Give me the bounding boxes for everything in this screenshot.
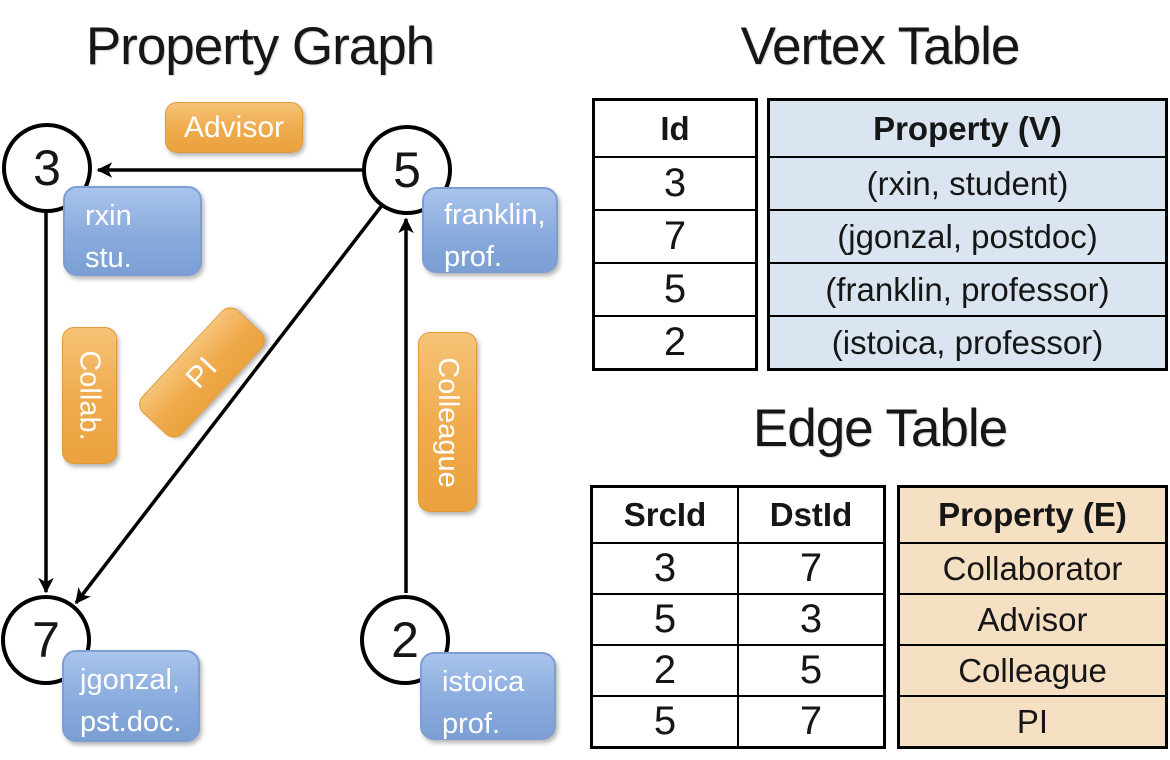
edge-table-srcid-cell: 5 — [593, 593, 737, 644]
vertex-table-property-column: Property (V) (rxin, student) (jgonzal, p… — [767, 98, 1168, 371]
vertex-table-id-cell: 3 — [595, 156, 755, 209]
vertex-property-line: jgonzal, — [80, 664, 180, 696]
edge-table-header-property: Property (E) — [938, 496, 1127, 533]
graph-edges — [38, 162, 414, 605]
vertex-table-id-cell: 7 — [595, 209, 755, 262]
edge-table-dstid-cell: 5 — [739, 644, 883, 695]
edge-table-property-column: Property (E) Collaborator Advisor Collea… — [897, 485, 1168, 749]
edge-table-srcid-column: SrcId 3 5 2 5 — [593, 488, 737, 746]
edge-label-collab: Collab. — [62, 327, 117, 464]
vertex-table-id-column: Id 3 7 5 2 — [592, 98, 758, 371]
vertex-table-property-cell: (jgonzal, postdoc) — [770, 209, 1165, 262]
vertex-table-header-id: Id — [660, 109, 690, 147]
vertex-property-line: pst.doc. — [80, 706, 182, 738]
edge-label-advisor: Advisor — [165, 102, 303, 153]
vertex-table-property-cell: (franklin, professor) — [770, 262, 1165, 315]
edge-label-text: Colleague — [432, 356, 465, 488]
vertex-property-line: prof. — [442, 708, 501, 740]
vertex-property-line: franklin, — [444, 199, 546, 231]
edge-label-text: PI — [179, 349, 225, 395]
edge-table-dstid-cell: 7 — [739, 542, 883, 593]
node-7-id: 7 — [32, 612, 60, 668]
edge-table-property-cell: PI — [900, 695, 1165, 746]
vertex-table-id-cell: 5 — [595, 262, 755, 315]
vertex-property-line: stu. — [85, 242, 132, 274]
edge-label-text: Advisor — [183, 110, 285, 144]
edge-table-srcid-cell: 5 — [593, 695, 737, 746]
vertex-property-line: istoica — [442, 666, 525, 698]
graph-node-5: 5 — [362, 125, 452, 215]
vertex-table-id-cell: 2 — [595, 315, 755, 368]
vertex-property-box-istoica: istoica prof. — [420, 652, 556, 740]
node-3-id: 3 — [33, 140, 61, 196]
edge-table-property-cell: Collaborator — [900, 542, 1165, 593]
graph-node-2: 2 — [360, 595, 450, 685]
vertex-property-box-rxin: rxin stu. — [63, 186, 202, 276]
node-5-id: 5 — [393, 142, 421, 198]
vertex-table-title: Vertex Table — [740, 17, 1021, 76]
edge-label-colleague: Colleague — [418, 332, 477, 512]
vertex-table-header-property: Property (V) — [873, 109, 1062, 147]
edge-table-header-dstid: DstId — [769, 496, 853, 533]
edge-table-property-cell: Advisor — [900, 593, 1165, 644]
edge-table-header-srcid: SrcId — [623, 496, 707, 533]
edge-5-to-7-arrow — [74, 202, 385, 605]
vertex-table-property-cell: (rxin, student) — [770, 156, 1165, 209]
edge-table-dstid-cell: 7 — [739, 695, 883, 746]
edge-table-dstid-cell: 3 — [739, 593, 883, 644]
edge-label-text: Collab. — [74, 350, 106, 441]
property-graph-title: Property Graph — [85, 17, 435, 76]
vertex-property-box-franklin: franklin, prof. — [422, 187, 558, 273]
edge-table-title: Edge Table — [752, 399, 1008, 458]
edge-table-property-cell: Colleague — [900, 644, 1165, 695]
vertex-property-box-jgonzal: jgonzal, pst.doc. — [62, 650, 200, 742]
node-2-id: 2 — [391, 612, 419, 668]
vertex-table-property-cell: (istoica, professor) — [770, 315, 1165, 368]
edge-table-id-columns: SrcId 3 5 2 5 DstId 7 3 5 7 — [590, 485, 886, 749]
vertex-property-line: prof. — [444, 241, 503, 273]
vertex-property-line: rxin — [85, 200, 132, 232]
edge-table-srcid-cell: 3 — [593, 542, 737, 593]
edge-table-srcid-cell: 2 — [593, 644, 737, 695]
edge-table-dstid-column: DstId 7 3 5 7 — [737, 488, 883, 746]
